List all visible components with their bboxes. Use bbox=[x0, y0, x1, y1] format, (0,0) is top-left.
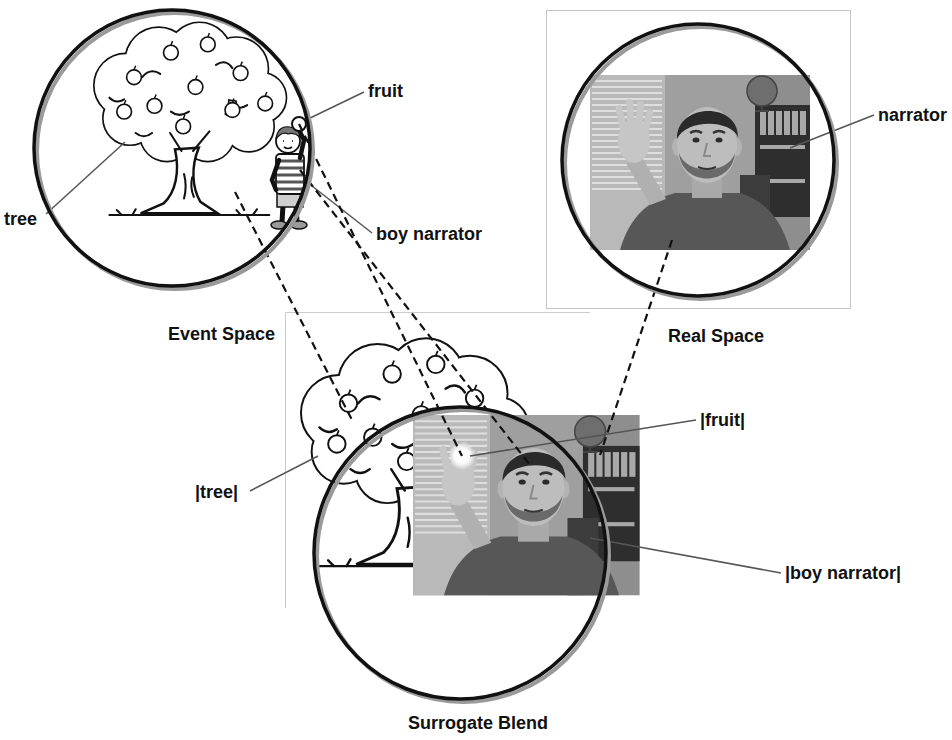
boy-arm bbox=[272, 160, 279, 190]
shirt-stripes bbox=[277, 161, 303, 189]
circle-border bbox=[562, 24, 834, 296]
boy-face bbox=[283, 141, 293, 149]
part-label: |boy narrator| bbox=[785, 562, 901, 584]
space-heading: Event Space bbox=[168, 323, 275, 345]
narrator-photo bbox=[590, 75, 810, 250]
space-heading: Surrogate Blend bbox=[408, 712, 548, 734]
space-circle: Surrogate Blend bbox=[310, 403, 610, 703]
dashed-connector bbox=[235, 192, 352, 420]
tree-drawing bbox=[95, 23, 286, 215]
leader-line bbox=[250, 456, 318, 491]
circle-outline bbox=[558, 20, 838, 300]
circle-outline bbox=[310, 403, 610, 703]
space-circle: Event Space bbox=[30, 6, 314, 290]
image-frame bbox=[547, 11, 851, 309]
leader-line bbox=[46, 142, 125, 214]
dashed-connector bbox=[600, 240, 672, 455]
circle-border bbox=[34, 10, 310, 286]
circle-outline bbox=[30, 6, 314, 290]
leader-line bbox=[590, 538, 781, 573]
part-label: |tree| bbox=[195, 481, 238, 503]
part-label: tree bbox=[4, 208, 37, 230]
part-label: fruit bbox=[368, 80, 403, 102]
part-label: boy narrator bbox=[376, 223, 482, 245]
space-heading: Real Space bbox=[668, 325, 764, 347]
part-label: |fruit| bbox=[700, 409, 745, 431]
dashed-connector bbox=[299, 124, 462, 456]
space-circle: Real Space bbox=[558, 20, 838, 300]
dashed-connector bbox=[300, 170, 530, 465]
part-label: narrator bbox=[878, 104, 947, 126]
circle-border bbox=[314, 407, 606, 699]
leader-line bbox=[306, 92, 364, 120]
leader-line bbox=[470, 420, 696, 456]
leader-line bbox=[46, 92, 874, 573]
